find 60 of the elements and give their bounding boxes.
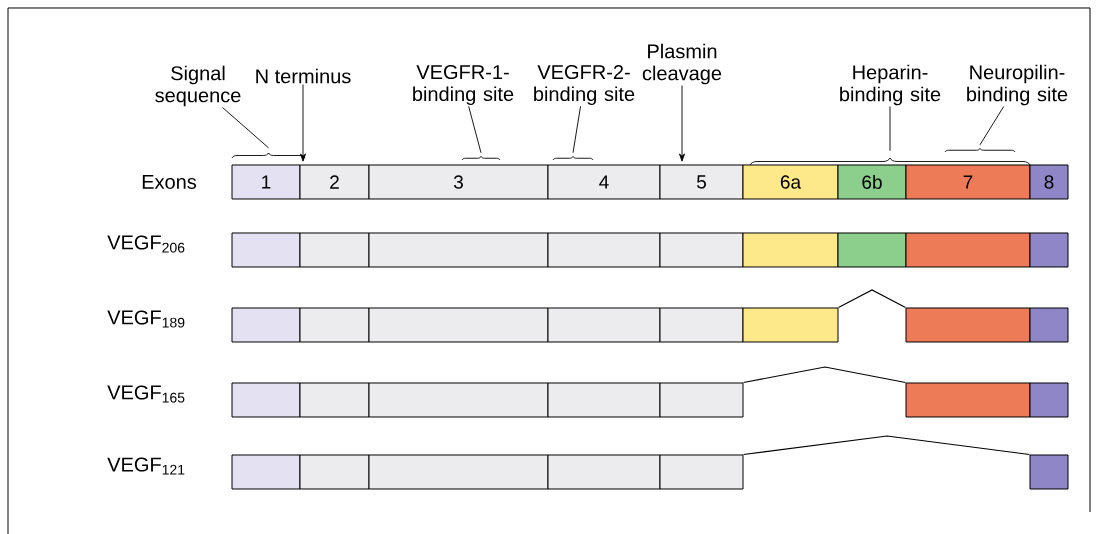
- exon-box: [659, 454, 744, 490]
- annotation-label: VEGFR-2-binding site: [534, 64, 635, 106]
- exon-box: [547, 232, 661, 268]
- exon-box: [905, 307, 1031, 343]
- exon-box: [659, 307, 744, 343]
- brace: [552, 156, 594, 161]
- exon-box: 6a: [742, 164, 839, 200]
- annotation-label: Plasmin cleavage: [642, 43, 722, 85]
- leader-line: [572, 105, 581, 154]
- exon-box: 2: [299, 164, 370, 200]
- annotation-label: N terminus: [256, 68, 351, 84]
- exon-box: [905, 232, 1031, 268]
- exon-box: 8: [1029, 164, 1069, 200]
- exon-box: [299, 307, 370, 343]
- annotation-label: VEGFR-1-binding site: [413, 64, 514, 106]
- exon-box: [299, 382, 370, 418]
- row-label: VEGF$_{206}$: [107, 235, 185, 253]
- brace: [749, 157, 1031, 166]
- annotation-label: Heparin-binding site: [840, 64, 941, 106]
- arrow: [300, 84, 306, 162]
- exon-box: [299, 232, 370, 268]
- exon-box: [837, 232, 907, 268]
- exon-box: [231, 454, 301, 490]
- leader-line: [468, 105, 482, 154]
- exon-box: 5: [659, 164, 744, 200]
- exon-box: 1: [231, 164, 301, 200]
- exon-box: [1029, 307, 1069, 343]
- exon-box: [742, 307, 839, 343]
- exon-box: [547, 382, 661, 418]
- exon-box: [659, 232, 744, 268]
- brace: [461, 156, 501, 161]
- leader-line: [222, 107, 269, 149]
- row-label: VEGF$_{189}$: [107, 310, 185, 328]
- exon-box: 7: [905, 164, 1031, 200]
- brace: [944, 148, 1016, 153]
- exon-box: [547, 307, 661, 343]
- exon-box: 4: [547, 164, 661, 200]
- exon-box: [231, 307, 301, 343]
- row-label: VEGF$_{121}$: [107, 457, 185, 475]
- exon-box: [742, 232, 839, 268]
- splice-line: [837, 289, 907, 309]
- splice-line: [742, 435, 1031, 456]
- row-label: Exons: [142, 175, 197, 189]
- exon-box: [1029, 382, 1069, 418]
- exon-box: [1029, 454, 1069, 490]
- leader-line: [889, 106, 891, 152]
- exon-box: [659, 382, 744, 418]
- exon-box: [231, 382, 301, 418]
- arrow: [679, 85, 685, 162]
- exon-box: [905, 382, 1031, 418]
- leader-line: [979, 106, 1005, 146]
- splice-line: [742, 366, 907, 384]
- exon-box: [1029, 232, 1069, 268]
- exon-box: [231, 232, 301, 268]
- annotation-label: Neuropilin-binding site: [967, 64, 1068, 106]
- exon-box: 6b: [837, 164, 907, 200]
- row-label: VEGF$_{165}$: [107, 385, 185, 403]
- exon-box: [547, 454, 661, 490]
- annotation-label: Signal sequence: [155, 65, 241, 107]
- exon-box: [299, 454, 370, 490]
